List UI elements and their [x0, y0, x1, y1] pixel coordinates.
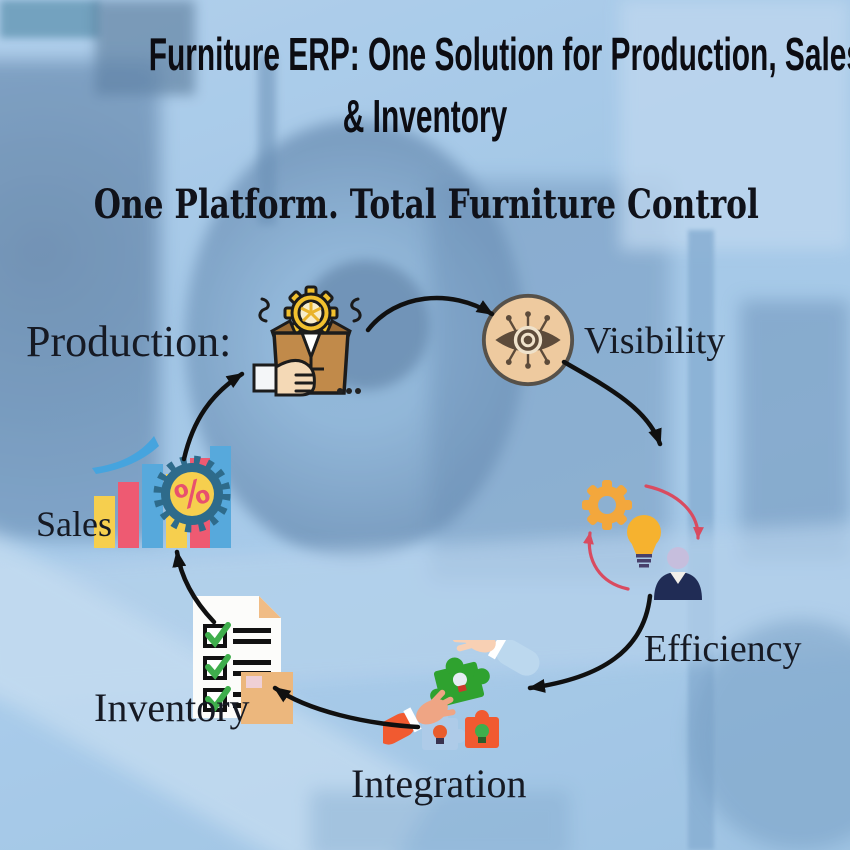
puzzle-piece-orange-icon — [465, 710, 499, 748]
circuit-lines-icon — [507, 315, 549, 365]
page-title: Furniture ERP: One Solution for Producti… — [0, 24, 850, 147]
discount-gear-badge-icon: % — [153, 455, 231, 533]
background-shape — [258, 55, 276, 225]
motion-squiggle-icon — [258, 297, 270, 323]
efficiency-label: Efficiency — [644, 628, 802, 670]
hand-icon — [252, 359, 361, 397]
visibility-label: Visibility — [584, 320, 726, 362]
checklist-row — [203, 622, 271, 648]
motion-squiggle-icon — [350, 297, 362, 323]
gear-icon — [582, 480, 632, 530]
page-title-line2: & Inventory — [342, 89, 508, 142]
background-shape — [310, 790, 570, 850]
page-subtitle: One Platform. Total Furniture Control — [93, 181, 759, 229]
background-shape — [740, 300, 850, 560]
page-title-line1: Furniture ERP: One Solution for Producti… — [148, 28, 850, 80]
circuit-dots-icon — [505, 311, 551, 369]
eye-icon — [495, 328, 561, 352]
integration-puzzle-icon — [383, 640, 540, 750]
production-label: Production: — [26, 317, 232, 366]
lightbulb-icon — [627, 515, 661, 568]
integration-label: Integration — [351, 761, 527, 806]
visibility-eye-icon — [481, 293, 575, 387]
inventory-label: Inventory — [94, 685, 250, 730]
background-shape — [0, 0, 100, 38]
inventory-checklist-icon — [193, 596, 293, 724]
production-box-icon — [252, 285, 362, 397]
growth-swoosh-icon — [92, 436, 159, 474]
background-shape — [620, 0, 850, 250]
efficiency-icon — [582, 480, 702, 600]
sales-label: Sales — [36, 504, 112, 544]
gear-icon — [283, 285, 339, 341]
sales-chart-icon: % — [92, 436, 231, 548]
person-icon — [654, 547, 702, 600]
